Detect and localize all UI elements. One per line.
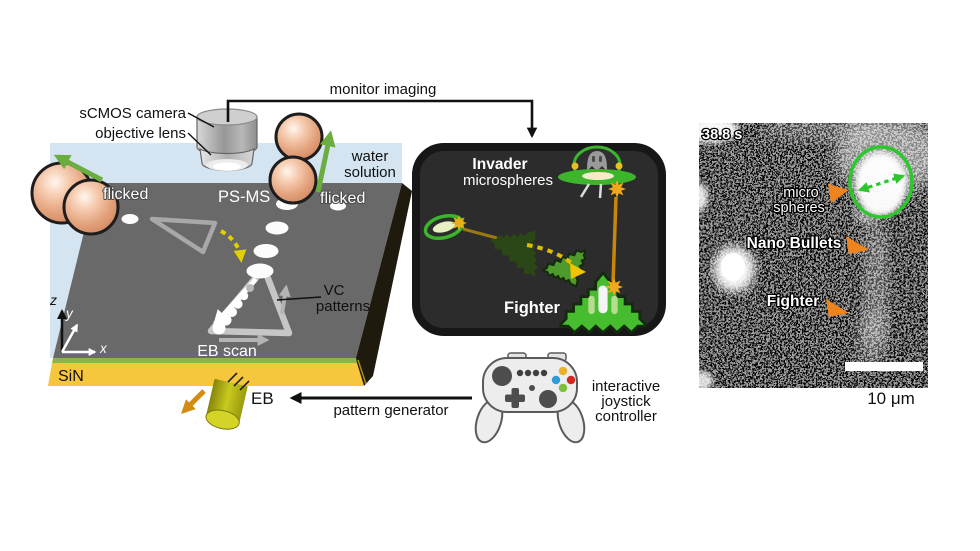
pattern-generator-label: pattern generator: [333, 402, 448, 419]
monitor-imaging-connector: monitor imaging: [226, 81, 538, 139]
beam-direction-arrow: [181, 389, 206, 414]
knockback-arrowhead: [570, 263, 586, 279]
microspheres-pointer-arrow: [828, 184, 849, 203]
camera-leader-line: [187, 112, 215, 128]
side-edge-highlight: [357, 359, 367, 385]
scale-bar: [845, 362, 923, 371]
eb-scan-label: EB scan: [197, 343, 257, 360]
nano-bullets-pointer-arrow: [846, 236, 869, 254]
camera-label: sCMOS camera: [79, 105, 186, 122]
sphere-dot: [212, 321, 226, 335]
diameter-dashed-arrow: [857, 173, 906, 193]
microsphere-spot: [246, 263, 274, 279]
invader-ufo-icon: [558, 145, 636, 199]
psms-label: PS-MS: [218, 188, 270, 206]
flicked-spheres-right: [268, 112, 336, 205]
sphere-dot: [233, 299, 243, 309]
invader-ufo-side-icon: [423, 213, 498, 241]
nano-bullets-label: Nano Bullets: [747, 235, 842, 252]
flick-curve-arrow: [219, 229, 247, 263]
microsphere-circle-annotation: [848, 145, 914, 219]
invader-label-line2: microspheres: [463, 172, 553, 189]
water-solution-region: [50, 143, 402, 358]
electron-beam-icon: [205, 378, 248, 430]
scan-arrow-up: [278, 284, 291, 315]
flicked-left-label: flicked: [103, 186, 148, 203]
lens-leader-line: [187, 132, 212, 156]
membrane-green-edge: [52, 358, 357, 363]
micrograph-fighter-label: Fighter: [767, 293, 820, 310]
eb-label: EB: [251, 389, 274, 408]
substrate-top-face: [53, 183, 402, 358]
microspheres-label-line2: spheres: [773, 200, 825, 216]
water-label-line2: solution: [344, 164, 396, 181]
axes-icon: [57, 309, 97, 357]
monitor-imaging-label: monitor imaging: [330, 81, 437, 98]
joystick-controller-icon: [474, 352, 586, 444]
beam-hatch-lines: [227, 372, 250, 391]
invader-label-line1: Invader: [472, 156, 527, 173]
axis-x-label: x: [99, 341, 108, 356]
hit-star-icon: [605, 278, 623, 296]
vc-triangle-small: [149, 216, 218, 255]
setup-schematic: sCMOS camera objective lens water soluti…: [30, 105, 412, 430]
microsphere-spot: [253, 244, 279, 258]
controller-caption: interactive joystick controller: [592, 378, 660, 425]
microspheres-label-line1: micro: [783, 185, 818, 201]
micrograph-panel: 38.8 s micro spheres Nano Bullets Fighte…: [699, 123, 928, 408]
substrate-side-face: [356, 183, 412, 386]
vc-label-line2: patterns: [316, 298, 370, 315]
lens-label: objective lens: [95, 125, 186, 142]
fighter-sprite: [559, 271, 647, 334]
fighter-pointer-arrow: [826, 299, 849, 317]
vc-leader-line: [276, 296, 322, 301]
sin-layer: [48, 363, 364, 386]
fighter-label: Fighter: [504, 299, 560, 317]
sphere-dot: [220, 314, 232, 326]
scale-bar-label: 10 μm: [867, 389, 915, 408]
vc-label-line1: VC: [324, 282, 345, 299]
flick-arrow-right: [315, 130, 336, 193]
micrograph-timestamp: 38.8 s: [702, 127, 742, 143]
water-label-line1: water: [351, 148, 389, 165]
axis-z-label: z: [49, 292, 57, 308]
sphere-dot: [246, 284, 254, 292]
microsphere-spot: [330, 201, 346, 211]
sin-label: SiN: [58, 368, 84, 385]
controller-caption-line2: joystick: [600, 393, 651, 410]
hit-star-icon: [608, 180, 626, 198]
knockback-dashed-arrow: [526, 243, 576, 267]
pattern-generator-connector: pattern generator: [289, 392, 472, 419]
flicked-right-label: flicked: [320, 190, 365, 207]
microsphere-spot: [265, 221, 289, 235]
game-screen: Invader microspheres Fighter: [412, 143, 666, 336]
flicked-spheres-left: [30, 154, 120, 236]
sphere-dot: [239, 291, 249, 301]
microsphere-spot: [121, 214, 139, 224]
invader-beam-line: [611, 196, 618, 285]
noise-layer-dark: [699, 123, 928, 388]
controller-caption-line1: interactive: [592, 378, 660, 395]
sphere-dot: [227, 307, 237, 317]
axis-y-label: y: [65, 306, 74, 321]
controller-caption-line3: controller: [595, 408, 657, 425]
flick-arrow-left: [53, 154, 104, 183]
